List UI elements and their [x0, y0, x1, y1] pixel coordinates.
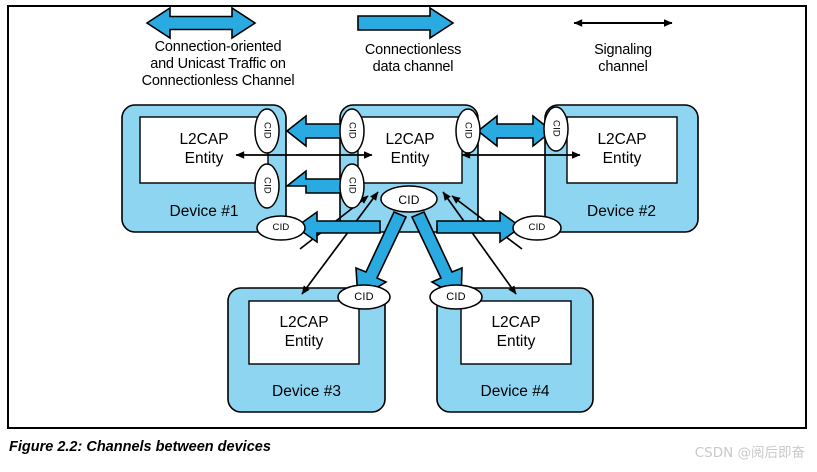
entity-line-1: L2CAP	[491, 314, 541, 331]
entity-line-2: Entity	[184, 150, 224, 167]
cid-oval-d1-top[interactable]	[254, 108, 280, 154]
cid-text-d2-left: CID	[550, 120, 562, 137]
cid-oval-center-left-top[interactable]	[339, 108, 365, 154]
device-center-entity-label: L2CAP Entity	[358, 130, 462, 168]
figure-caption: Figure 2.2: Channels between devices	[9, 439, 271, 455]
device-3-name: Device #3	[272, 383, 341, 400]
cid-oval-d2-broadcast[interactable]	[512, 215, 562, 241]
legend-line-1: Connectionless	[364, 42, 462, 58]
legend-arrow-connection-oriented	[145, 6, 257, 40]
legend-label-connectionless: Connectionless data channel	[338, 42, 488, 76]
legend-line-2: channel	[598, 59, 648, 75]
entity-line-2: Entity	[602, 150, 642, 167]
cid-oval-center-left-bottom[interactable]	[339, 163, 365, 209]
cid-oval-center-right[interactable]	[455, 108, 481, 154]
cid-oval-d1-bottom[interactable]	[254, 163, 280, 209]
legend-line-2: data channel	[372, 59, 454, 75]
legend-line-1: Signaling	[594, 42, 652, 58]
device-3-entity-label: L2CAP Entity	[249, 313, 359, 351]
device-4-box[interactable]	[436, 287, 594, 413]
legend-label-signaling: Signaling channel	[553, 42, 693, 76]
cid-text-d1-top: CID	[261, 122, 273, 139]
cid-oval-center-broadcast[interactable]	[380, 185, 438, 213]
watermark: CSDN @阅后即奋	[694, 445, 805, 461]
legend-arrow-connectionless	[357, 6, 455, 40]
legend-label-connection-oriented: Connection-oriented and Unicast Traffic …	[112, 39, 324, 90]
entity-line-1: L2CAP	[597, 131, 647, 148]
entity-line-1: L2CAP	[279, 314, 329, 331]
entity-line-2: Entity	[284, 333, 324, 350]
signaling-line-center-d4	[442, 191, 517, 295]
device-1-entity-label: L2CAP Entity	[140, 130, 268, 168]
legend-line-1: Connection-oriented	[154, 39, 282, 55]
device-2-entity-label: L2CAP Entity	[567, 130, 677, 168]
channel-arrow-center-to-d1-broadcast[interactable]	[294, 210, 381, 244]
cid-oval-d1-broadcast[interactable]	[256, 215, 306, 241]
cid-text-d3: CID	[354, 291, 374, 303]
device-2-name: Device #2	[587, 203, 656, 220]
cid-text-center-broadcast: CID	[398, 193, 420, 207]
device-1-box[interactable]	[121, 104, 287, 233]
channel-arrow-center-to-d2-broadcast[interactable]	[436, 210, 523, 244]
cid-oval-d2-left[interactable]	[543, 106, 569, 152]
cid-oval-d3[interactable]	[337, 284, 391, 310]
signaling-line-center-d3	[301, 191, 379, 295]
device-2-box[interactable]	[544, 104, 699, 233]
legend-line-2: and Unicast Traffic on	[150, 56, 286, 72]
cid-text-center-right: CID	[462, 122, 474, 139]
device-3-box[interactable]	[227, 287, 386, 413]
cid-text-d1-broadcast: CID	[272, 222, 290, 233]
entity-line-1: L2CAP	[179, 131, 229, 148]
cid-text-center-left-top: CID	[346, 122, 358, 139]
cid-text-center-left-bottom: CID	[346, 177, 358, 194]
cid-text-d1-bottom: CID	[261, 177, 273, 194]
cid-text-d4: CID	[446, 291, 466, 303]
entity-line-1: L2CAP	[385, 131, 435, 148]
cid-oval-d4[interactable]	[429, 284, 483, 310]
device-4-entity-label: L2CAP Entity	[461, 313, 571, 351]
cid-text-d2-broadcast: CID	[528, 222, 546, 233]
device-4-name: Device #4	[480, 383, 550, 400]
device-1-name: Device #1	[169, 203, 239, 220]
legend-line-3: Connectionless Channel	[141, 73, 295, 89]
entity-line-2: Entity	[496, 333, 536, 350]
entity-line-2: Entity	[390, 150, 430, 167]
